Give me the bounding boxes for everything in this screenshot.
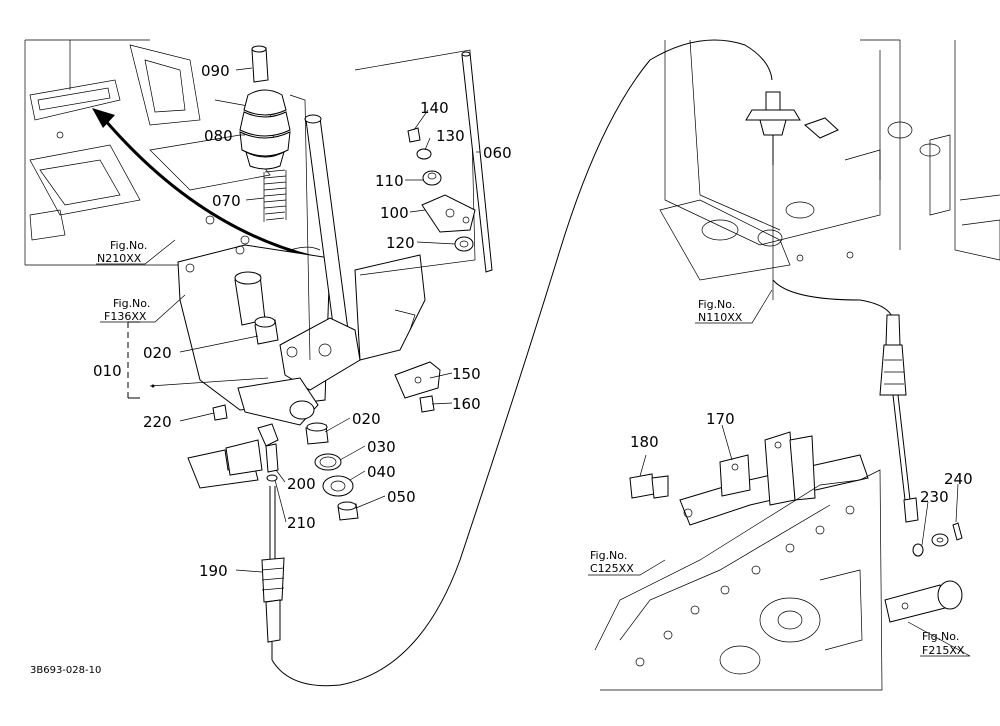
part-label: 130 (436, 127, 465, 145)
part-label: 210 (287, 514, 316, 532)
part-label: 030 (367, 438, 396, 456)
part-label: 120 (386, 234, 415, 252)
part-label: 100 (380, 204, 409, 222)
fig-ref-prefix: Fig.No. (113, 297, 150, 310)
part-label: 180 (630, 433, 659, 451)
part-label: 170 (706, 410, 735, 428)
drawing-code: 3B693-028-10 (30, 665, 101, 676)
fig-ref-code: F136XX (104, 310, 147, 323)
part-label: 090 (201, 62, 230, 80)
part-label: 110 (375, 172, 404, 190)
right-assembly (594, 39, 1000, 691)
curved-arrow (92, 108, 319, 260)
fig-ref-prefix: Fig.No. (698, 298, 735, 311)
part-label: 240 (944, 470, 973, 488)
part-label: 040 (367, 463, 396, 481)
part-label: 190 (199, 562, 228, 580)
part-label: 200 (287, 475, 316, 493)
part-label: 150 (452, 365, 481, 383)
fig-ref-prefix: Fig.No. (922, 630, 959, 643)
part-label: 080 (204, 127, 233, 145)
part-label: 050 (387, 488, 416, 506)
part-label: 220 (143, 413, 172, 431)
part-label: 010 (93, 362, 122, 380)
left-assembly (127, 45, 493, 660)
fig-ref-code: N110XX (698, 311, 743, 324)
part-label: 070 (212, 192, 241, 210)
part-labels: 090 080 070 140 130 110 100 120 060 020 … (93, 62, 973, 580)
part-label: 020 (143, 344, 172, 362)
figure-refs: Fig.No. N210XX Fig.No. F136XX Fig.No. N1… (97, 239, 965, 657)
part-label: 160 (452, 395, 481, 413)
fig-ref-code: F215XX (922, 644, 965, 657)
fig-ref-code: C125XX (590, 562, 634, 575)
part-label: 020 (352, 410, 381, 428)
part-label: 230 (920, 488, 949, 506)
fig-ref-prefix: Fig.No. (590, 549, 627, 562)
leader-lines (96, 67, 971, 657)
control-cable (271, 39, 773, 687)
fig-ref-prefix: Fig.No. (110, 239, 147, 252)
part-label: 060 (483, 144, 512, 162)
part-label: 140 (420, 99, 449, 117)
fig-ref-code: N210XX (97, 252, 142, 265)
